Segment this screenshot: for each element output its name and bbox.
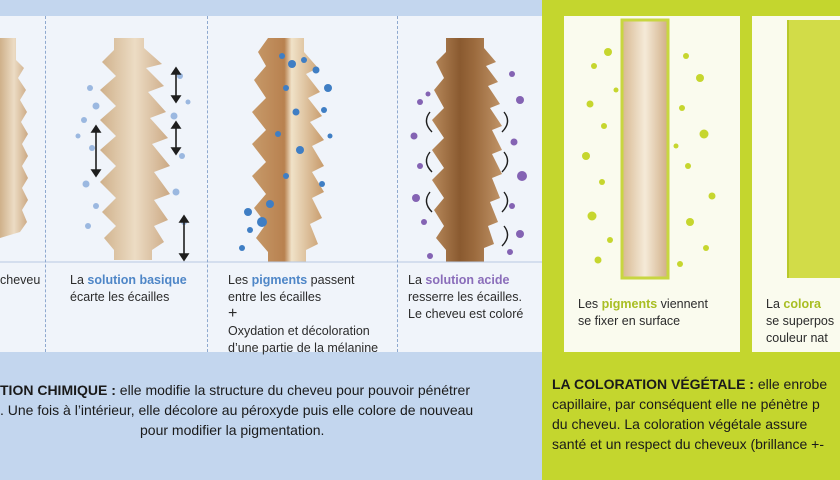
vegetable-step-illustration [582,18,716,280]
acid-closing-arrows [425,111,509,247]
vegetable-coloration-panel: Les pigments viennent se fixer en surfac… [542,0,840,480]
caption-basic-solution: La solution basique écarte les écailles [70,273,187,304]
basic-scale-arrows [90,66,190,262]
hair-strand-basic [100,38,170,260]
chemical-coloration-panel: cheveu La solution basique écarte les éc… [0,0,542,480]
chemical-steps-card [0,16,542,352]
vegetable-coloration-text: LA COLORATION VÉGÉTALE : elle enrobe cap… [552,376,828,452]
divider [45,16,46,352]
vegetable-layer-illustration [787,20,840,278]
acid-solution-dots [410,71,527,259]
hair-strand-layered [788,20,840,278]
caption-natural-hair: cheveu [0,273,41,287]
vegetable-pigment-dots [582,48,716,267]
divider [397,16,398,352]
hair-strand-acid [432,38,502,262]
vegetable-step-card-1: Les pigments viennent se fixer en surfac… [564,16,740,352]
caption-pigments: Les pigments passent entre les écailles … [228,273,379,355]
divider [207,16,208,352]
caption-surface-pigments: Les pigments viennent se fixer en surfac… [578,297,708,328]
hair-strand-coated [620,18,670,280]
hair-strand-natural [0,38,28,238]
vegetable-step-card-2: La colora se superpos couleur nat [752,16,840,352]
chemical-coloration-text: TION CHIMIQUE : elle modifie la structur… [0,382,474,438]
caption-acid-solution: La solution acide resserre les écailles.… [408,273,524,321]
chemical-steps-illustration [0,38,542,263]
pigment-dots [239,53,333,251]
caption-overlay-color: La colora se superpos couleur nat [766,297,835,345]
